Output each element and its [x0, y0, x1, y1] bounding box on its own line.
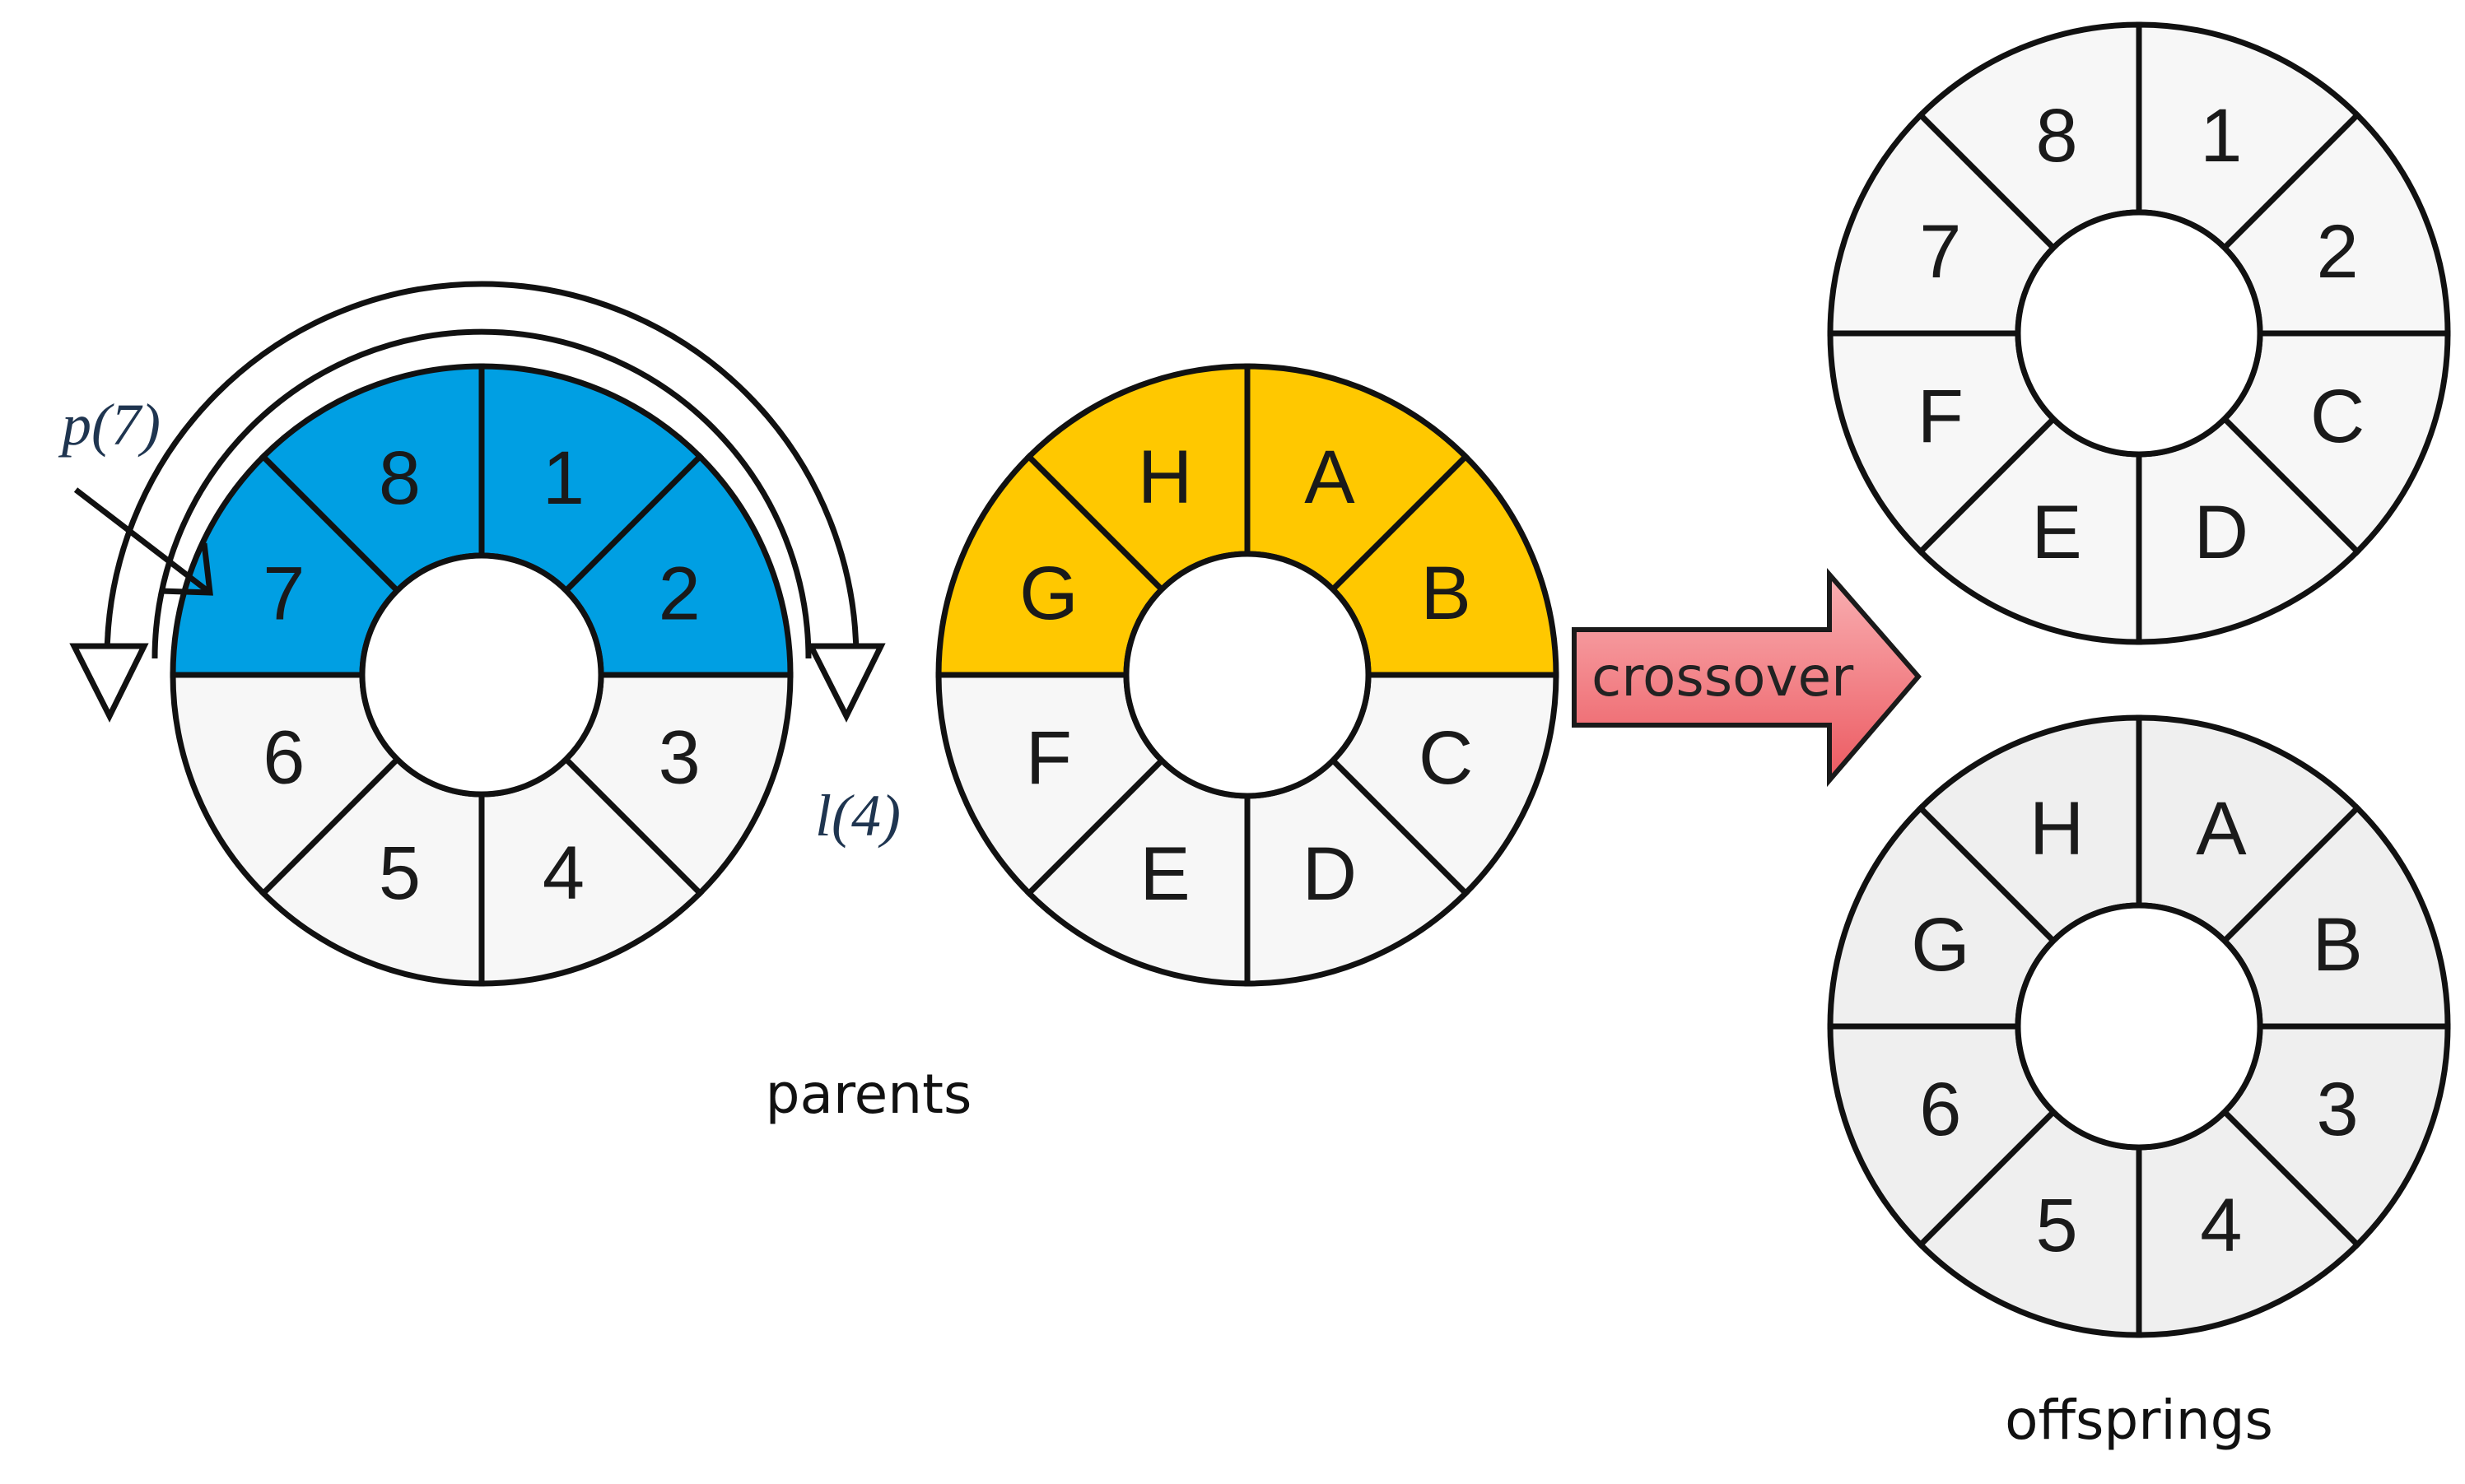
- crossover-arrow: crossover: [1572, 567, 1922, 788]
- gene-label: C: [2310, 374, 2365, 458]
- gene-label: 8: [379, 436, 421, 520]
- gene-label: 6: [263, 715, 305, 799]
- gene-label: 6: [1919, 1068, 1961, 1151]
- pointer-arrow: [73, 487, 213, 596]
- gene-label: 7: [1919, 210, 1961, 294]
- gene-label: 8: [2036, 94, 2078, 178]
- gene-label: A: [1304, 435, 1355, 519]
- gene-label: F: [1917, 374, 1964, 458]
- gene-label: 3: [659, 715, 701, 799]
- gene-label: 5: [2036, 1184, 2078, 1268]
- gene-label: 2: [2317, 210, 2359, 294]
- gene-label: H: [2029, 787, 2084, 871]
- gene-label: C: [1419, 716, 1473, 800]
- gene-label: H: [1138, 435, 1192, 519]
- gene-label: B: [2312, 903, 2362, 987]
- l-label: l(4): [815, 783, 901, 849]
- parents-caption: parents: [766, 1063, 972, 1126]
- gene-label: 4: [2200, 1184, 2242, 1268]
- offspring-2-chromosome: AB 34 56 GH: [1827, 714, 2451, 1338]
- parent-1-chromosome: 12 34 56 78: [170, 363, 794, 987]
- gene-label: E: [2031, 491, 2081, 575]
- wheel-hub: [2015, 209, 2263, 458]
- gene-label: 3: [2317, 1068, 2359, 1151]
- p-label: p(7): [58, 392, 161, 458]
- wheel-hub: [2015, 902, 2263, 1151]
- gene-label: G: [1019, 551, 1079, 635]
- gene-label: B: [1420, 551, 1470, 635]
- selection-arc-arrow: [69, 281, 886, 723]
- gene-label: A: [2196, 787, 2247, 871]
- gene-label: G: [1911, 903, 1970, 987]
- gene-label: E: [1139, 832, 1190, 916]
- gene-label: 7: [263, 552, 305, 636]
- crossover-label: crossover: [1591, 645, 1854, 709]
- wheel-hub: [359, 552, 604, 798]
- gene-label: D: [2194, 491, 2248, 575]
- gene-label: 5: [379, 831, 421, 915]
- gene-label: D: [1302, 832, 1357, 916]
- gene-label: 4: [543, 831, 585, 915]
- gene-label: 1: [2200, 94, 2242, 178]
- offsprings-caption: offsprings: [2005, 1389, 2273, 1452]
- gene-label: 2: [659, 552, 701, 636]
- gene-label: F: [1026, 716, 1072, 800]
- wheel-hub: [1123, 551, 1372, 799]
- gene-label: 1: [543, 436, 585, 520]
